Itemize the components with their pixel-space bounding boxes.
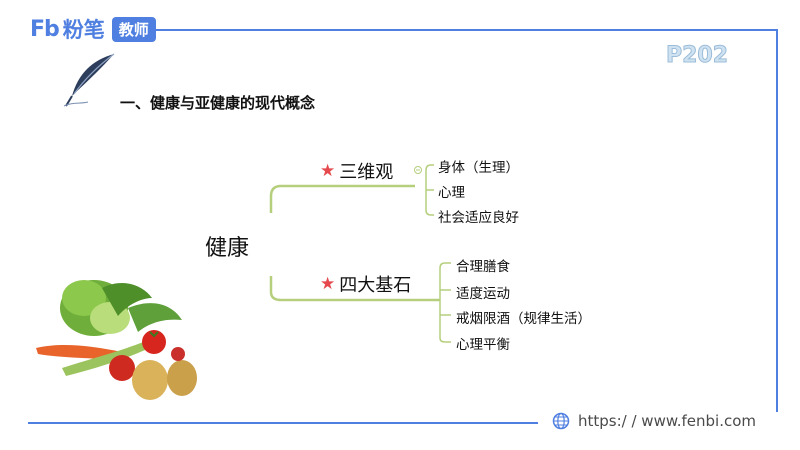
- website-footer[interactable]: https:/ / www.fenbi.com: [552, 412, 756, 430]
- leaf-node: 戒烟限酒（规律生活）: [456, 311, 591, 327]
- logo-badge: 教师: [111, 16, 156, 42]
- vegetables-illustration: [36, 280, 197, 400]
- globe-icon: [552, 412, 570, 430]
- branch-four-cornerstones: ★ 四大基石: [320, 271, 411, 297]
- leaf-node: 适度运动: [456, 286, 510, 302]
- branch-three-dimensions: ★ 三维观: [320, 158, 393, 184]
- quill-pen-icon: [63, 53, 115, 107]
- star-icon: ★: [320, 274, 336, 294]
- frame-bottom-line: [28, 422, 538, 424]
- logo-text: 粉笔: [62, 18, 105, 42]
- brand-logo: Fb 粉笔 教师: [30, 14, 156, 44]
- leaf-node: 心理平衡: [456, 337, 510, 353]
- website-url[interactable]: https:/ / www.fenbi.com: [578, 412, 757, 430]
- leaf-node: 合理膳食: [456, 259, 510, 275]
- star-icon: ★: [320, 161, 336, 181]
- logo-mark: Fb: [30, 16, 60, 42]
- section-heading: 一、健康与亚健康的现代概念: [120, 94, 316, 112]
- mindmap-root: 健康: [205, 236, 250, 261]
- frame-right-line: [776, 29, 778, 412]
- page-number: P202: [665, 43, 729, 69]
- branch-label: 四大基石: [339, 275, 412, 296]
- leaf-node: 社会适应良好: [438, 210, 519, 226]
- branch-label: 三维观: [339, 162, 394, 183]
- frame-top-line: [150, 29, 778, 31]
- leaf-node: 心理: [438, 185, 465, 201]
- leaf-node: 身体（生理）: [438, 160, 519, 176]
